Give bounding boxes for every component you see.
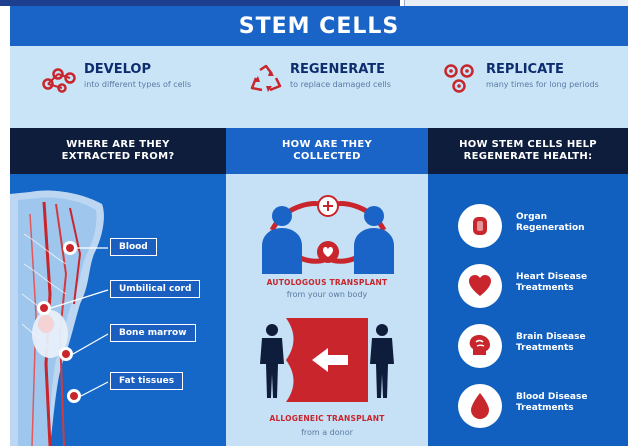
autologous-title: AUTOLOGOUS TRANSPLANT — [266, 278, 388, 287]
benefit-blood-disease: Blood Disease Treatments — [458, 384, 628, 432]
benefit-line2: Treatments — [516, 403, 574, 413]
blood-drop-icon — [458, 384, 502, 428]
source-blood: Blood — [110, 238, 157, 256]
benefit-line1: Heart Disease — [516, 272, 588, 282]
cell-division-icon — [444, 64, 474, 93]
heart-icon — [458, 264, 502, 308]
collection-header: HOW ARE THEY COLLECTED — [226, 128, 428, 174]
extraction-header-line2: EXTRACTED FROM? — [61, 151, 175, 162]
benefit-line1: Organ — [516, 212, 548, 222]
benefit-heart-disease: Heart Disease Treatments — [458, 264, 628, 312]
page-title: STEM CELLS — [238, 13, 400, 39]
anatomy-illustration — [10, 190, 109, 446]
benefits-header-line2: REGENERATE HEALTH: — [463, 151, 593, 162]
benefit-brain-disease: Brain Disease Treatments — [458, 324, 628, 372]
allogeneic-title: ALLOGENEIC TRANSPLANT — [269, 414, 385, 423]
source-umbilical-cord: Umbilical cord — [110, 280, 201, 298]
top-strip — [0, 0, 628, 6]
benefits-column: HOW STEM CELLS HELP REGENERATE HEALTH: O… — [428, 128, 628, 446]
top-strip-tabs — [404, 0, 628, 6]
organ-icon — [458, 204, 502, 248]
benefit-line2: Regeneration — [516, 223, 585, 233]
collection-header-line1: HOW ARE THEY — [282, 139, 372, 150]
autologous-illustration — [262, 195, 394, 274]
feature-replicate: REPLICATE many times for long periods — [442, 62, 622, 118]
infographic: STEM CELLS DEVELOP into different types … — [10, 6, 628, 446]
feature-desc: into different types of cells — [84, 80, 192, 89]
feature-desc: many times for long periods — [486, 80, 599, 89]
benefit-line1: Blood Disease — [516, 392, 588, 402]
feature-title: REGENERATE — [290, 62, 386, 77]
benefit-line2: Treatments — [516, 283, 574, 293]
allogeneic-illustration — [260, 318, 394, 402]
extraction-header: WHERE ARE THEY EXTRACTED FROM? — [10, 128, 226, 174]
benefits-header: HOW STEM CELLS HELP REGENERATE HEALTH: — [428, 128, 628, 174]
feature-title: DEVELOP — [84, 62, 152, 77]
source-fat-tissues: Fat tissues — [110, 372, 184, 390]
benefit-text: Organ Regeneration — [516, 212, 626, 234]
extraction-column: WHERE ARE THEY EXTRACTED FROM? — [10, 128, 226, 446]
benefit-line2: Treatments — [516, 343, 574, 353]
collection-header-line2: COLLECTED — [293, 151, 361, 162]
feature-develop: DEVELOP into different types of cells — [40, 62, 220, 118]
feature-regenerate: REGENERATE to replace damaged cells — [246, 62, 426, 118]
source-bone-marrow: Bone marrow — [110, 324, 196, 342]
benefits-header-line1: HOW STEM CELLS HELP — [459, 139, 597, 150]
brain-icon — [458, 324, 502, 368]
features-row: DEVELOP into different types of cells RE… — [10, 46, 628, 128]
top-strip-dark — [0, 0, 400, 6]
benefit-line1: Brain Disease — [516, 332, 586, 342]
benefit-text: Heart Disease Treatments — [516, 272, 626, 294]
feature-title: REPLICATE — [486, 62, 564, 77]
molecule-icon — [42, 68, 76, 93]
collection-column: HOW ARE THEY COLLECTED AUTOLOGOUS TRANSP… — [226, 128, 428, 446]
benefit-text: Blood Disease Treatments — [516, 392, 626, 414]
extraction-header-line1: WHERE ARE THEY — [66, 139, 170, 150]
recycle-icon — [250, 64, 282, 92]
benefit-organ-regeneration: Organ Regeneration — [458, 204, 628, 252]
title-bar: STEM CELLS — [10, 6, 628, 46]
autologous-desc: from your own body — [286, 290, 368, 299]
benefit-text: Brain Disease Treatments — [516, 332, 626, 354]
feature-desc: to replace damaged cells — [290, 80, 391, 89]
allogeneic-desc: from a donor — [301, 428, 353, 437]
